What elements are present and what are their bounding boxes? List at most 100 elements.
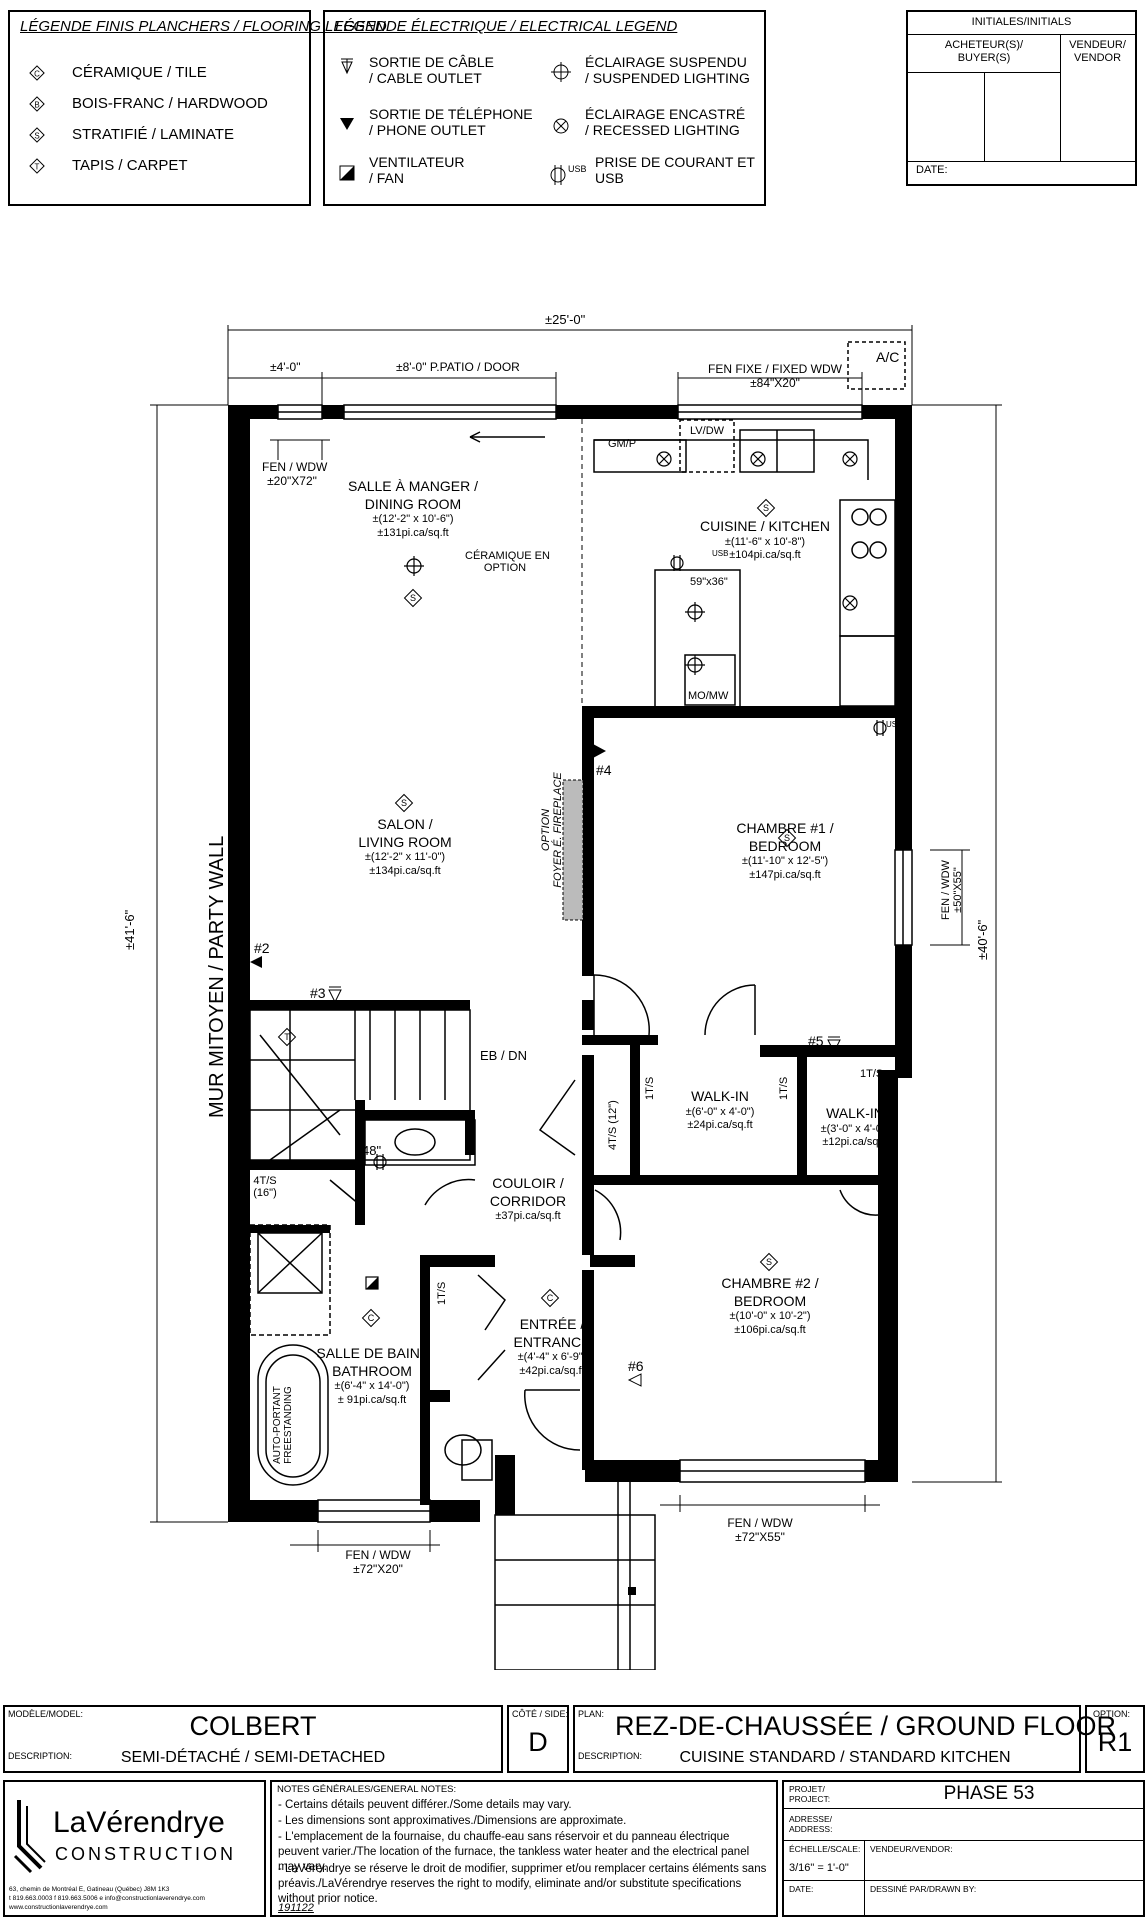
cable-outlet-label: SORTIE DE CÂBLE/ CABLE OUTLET [369, 54, 495, 87]
suspended-lighting-label: ÉCLAIRAGE SUSPENDU/ SUSPENDED LIGHTING [585, 54, 750, 87]
marker-3: #3 [310, 985, 326, 1001]
party-wall-label: MUR MITOYEN / PARTY WALL [206, 835, 228, 1118]
address-label: ADRESSE/ADDRESS: [789, 1814, 833, 1834]
gmp-label: GM/P [608, 438, 637, 450]
usb-kitchen-label: USB [712, 549, 729, 558]
plan-label: PLAN: [578, 1709, 605, 1719]
model-name: COLBERT [189, 1711, 317, 1741]
usb-tag: USB [568, 164, 587, 174]
description-label: DESCRIPTION: [8, 1751, 73, 1761]
svg-text:S: S [410, 593, 416, 603]
right-height-dim: ±40'-6" [975, 919, 990, 960]
suspended-lighting-icon [551, 62, 571, 85]
lvdw-label: LV/DW [690, 425, 725, 437]
room-walkin-2: WALK-IN±(3'-0" x 4'-0")±12pi.ca/sq.ft [820, 1105, 890, 1149]
svg-text:C: C [547, 1293, 554, 1303]
scale-label: ÉCHELLE/SCALE: [789, 1844, 861, 1854]
w48-label: 48" [362, 1143, 382, 1158]
flooring-legend-title: LÉGENDE FINIS PLANCHERS / FLOORING LEGEN… [20, 18, 387, 35]
room-entry: ENTRÉE /ENTRANCE±(4'-4" x 6'-9")±42pi.ca… [513, 1316, 591, 1377]
company-name: LaVérendrye [53, 1806, 225, 1839]
electrical-legend-title: LÉGENDE ÉLECTRIQUE / ELECTRICAL LEGEND [335, 18, 678, 35]
shelf-4t-label: 4T/S(16") [253, 1175, 277, 1199]
model-label: MODÈLE/MODEL: [8, 1709, 84, 1719]
plan-description: CUISINE STANDARD / STANDARD KITCHEN [679, 1749, 1011, 1766]
momw-label: MO/MW [688, 690, 729, 702]
recessed-lighting-label: ÉCLAIRAGE ENCASTRÉ/ RECESSED LIGHTING [585, 106, 746, 139]
model-box: MODÈLE/MODEL: COLBERT DESCRIPTION: SEMI-… [3, 1705, 503, 1773]
shelf-4t12-label: 4T/S (12") [607, 1100, 619, 1150]
side-box: CÔTÉ / SIDE: D [507, 1705, 569, 1773]
flooring-legend-label: TAPIS / CARPET [72, 157, 188, 174]
phone-outlet-icon [338, 116, 356, 135]
shelf-1t-c-label: 1T/S [860, 1068, 884, 1080]
svg-text:B: B [34, 101, 39, 110]
diamond-t-icon: T [28, 157, 46, 178]
svg-text:S: S [766, 1257, 772, 1267]
date-label: DATE: [916, 164, 948, 176]
marker-5: #5 [808, 1033, 824, 1049]
marker-2: #2 [254, 940, 270, 956]
svg-text:C: C [34, 70, 40, 79]
company-address: 63, chemin de Montréal E, Gatineau (Québ… [9, 1886, 170, 1893]
plan-name: REZ-DE-CHAUSSÉE / GROUND FLOOR [615, 1711, 1117, 1741]
diamond-b-icon: B [28, 95, 46, 116]
floor-plan: SSS STC CS [150, 325, 1002, 1670]
recessed-lighting-icon [551, 116, 571, 139]
option-value: R1 [1097, 1727, 1133, 1757]
company-box: LaVérendrye CONSTRUCTION 63, chemin de M… [3, 1780, 266, 1917]
bottom-right-wdw-dim: FEN / WDW±72"X55" [727, 1516, 793, 1544]
svg-text:S: S [763, 503, 769, 513]
marker-4: #4 [596, 762, 612, 778]
option-label: OPTION: [1093, 1709, 1131, 1719]
flooring-legend-label: CÉRAMIQUE / TILE [72, 64, 207, 81]
side-label: CÔTÉ / SIDE: [512, 1709, 569, 1719]
room-corridor: COULOIR /CORRIDOR±37pi.ca/sq.ft [489, 1175, 567, 1222]
top-wdw-dim: ±4'-0" [270, 360, 301, 374]
vendor-label: VENDEUR/VENDOR [1069, 39, 1126, 64]
svg-text:C: C [368, 1313, 375, 1323]
shelf-1t-b-label: 1T/S [778, 1076, 790, 1100]
vendor-label: VENDEUR/VENDOR: [870, 1844, 953, 1854]
flooring-legend-label: STRATIFIÉ / LAMINATE [72, 126, 234, 143]
fan-icon [338, 164, 356, 185]
scale-value: 3/16" = 1'-0" [789, 1862, 849, 1874]
marker-6: #6 [628, 1358, 644, 1374]
flooring-legend-label: BOIS-FRANC / HARDWOOD [72, 95, 268, 112]
usb-bed1-label: USB [886, 720, 903, 729]
plan-description-label: DESCRIPTION: [578, 1751, 643, 1761]
bottom-left-wdw-dim: FEN / WDW±72"X20" [345, 1548, 411, 1576]
note-item: - Les dimensions sont approximatives./Di… [278, 1815, 627, 1827]
notes-code: 191122 [278, 1902, 314, 1914]
fireplace [562, 779, 584, 921]
date-field-label: DATE: [789, 1884, 814, 1894]
project-box: PROJET/PROJECT: PHASE 53 ADRESSE/ADDRESS… [782, 1780, 1145, 1917]
notes-title: NOTES GÉNÉRALES/GENERAL NOTES: [277, 1784, 457, 1795]
room-kitchen: CUISINE / KITCHEN±(11'-6" x 10'-8")±104p… [700, 518, 830, 562]
svg-text:T: T [284, 1032, 290, 1042]
room-living: SALON /LIVING ROOM±(12'-2" x 11'-0")±134… [358, 816, 452, 877]
note-item: - Certains détails peuvent différer./Som… [278, 1799, 572, 1811]
room-bathroom: SALLE DE BAIN /BATHROOM±(6'-4" x 14'-0")… [316, 1345, 428, 1406]
eb-dn-label: EB / DN [480, 1048, 527, 1063]
flooring-legend: LÉGENDE FINIS PLANCHERS / FLOORING LEGEN… [8, 10, 387, 206]
cable-outlet-icon [338, 56, 356, 79]
top-patio-dim: ±8'-0" P.PATIO / DOOR [396, 360, 520, 374]
ac-label: A/C [876, 349, 900, 365]
option-box: OPTION: R1 [1085, 1705, 1145, 1773]
note-item: - LaVérendrye se réserve le droit de mod… [278, 1863, 767, 1905]
room-walkin-1: WALK-IN±(6'-0" x 4'-0")±24pi.ca/sq.ft [685, 1088, 755, 1132]
buyer-label: ACHETEUR(S)/BUYER(S) [944, 39, 1024, 64]
electrical-legend: LÉGENDE ÉLECTRIQUE / ELECTRICAL LEGEND S… [323, 10, 766, 206]
room-dining: SALLE À MANGER /DINING ROOM±(12'-2" x 10… [348, 478, 478, 539]
svg-text:S: S [784, 833, 790, 843]
drawn-by-label: DESSINÉ PAR/DRAWN BY: [870, 1884, 977, 1894]
phone-outlet-label: SORTIE DE TÉLÉPHONE/ PHONE OUTLET [369, 106, 533, 139]
side-wdw-dim: FEN / WDW±50"X55" [940, 860, 964, 920]
shelf-1t-d-label: 1T/S [436, 1281, 448, 1305]
svg-text:T: T [35, 163, 40, 172]
